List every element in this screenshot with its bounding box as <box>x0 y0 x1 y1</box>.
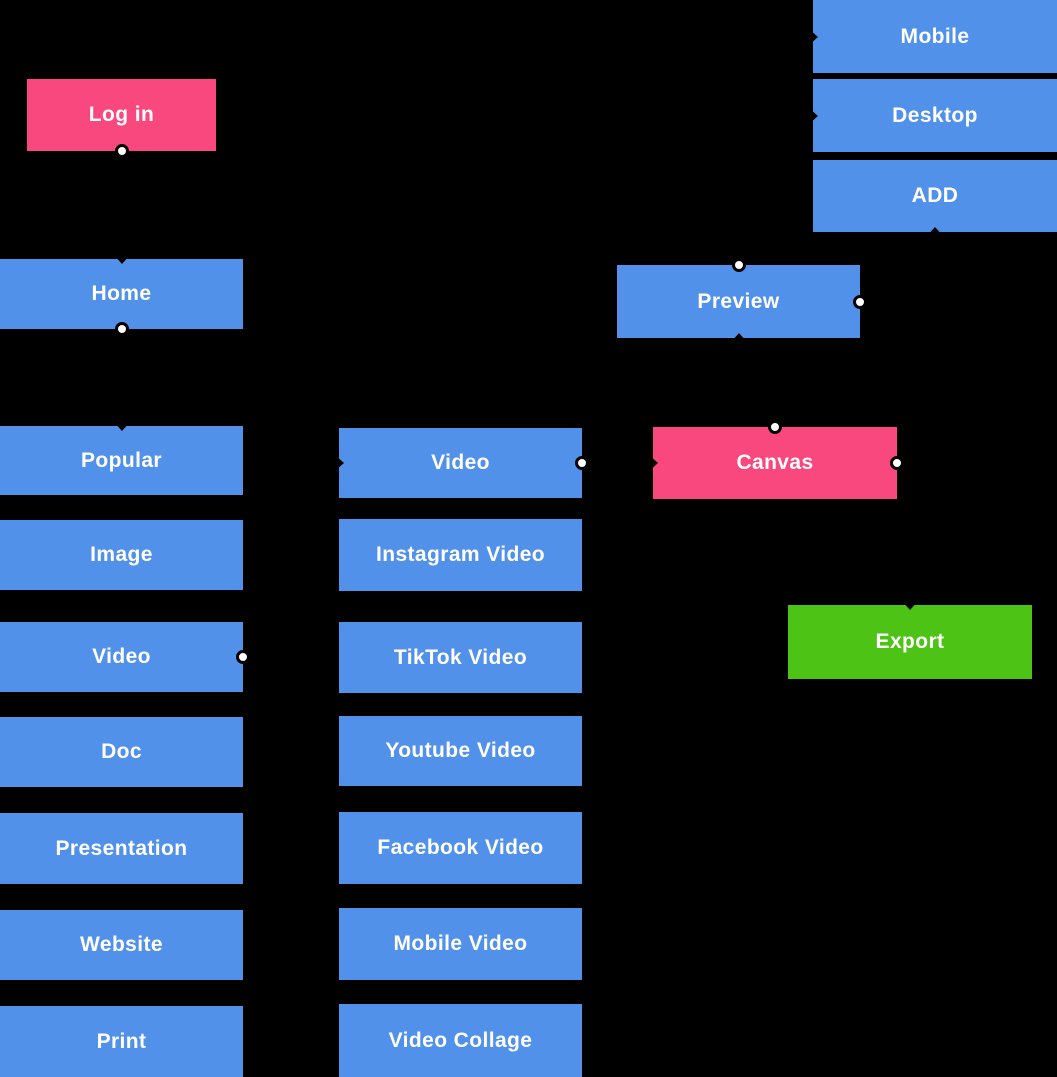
node-video-collage[interactable]: Video Collage <box>339 1004 582 1077</box>
node-doc-label: Doc <box>101 740 142 763</box>
node-preview-label: Preview <box>697 289 780 313</box>
node-login-label: Log in <box>88 103 155 126</box>
node-youtube-video-label: Youtube Video <box>385 739 536 762</box>
node-image[interactable]: Image <box>0 520 243 590</box>
node-image-label: Image <box>90 543 153 566</box>
connection-port-right[interactable] <box>853 294 867 309</box>
node-canvas-label: Canvas <box>736 451 814 474</box>
node-add-label: ADD <box>911 184 959 207</box>
node-mobile-video[interactable]: Mobile Video <box>339 908 582 980</box>
node-preview[interactable]: Preview <box>617 258 867 342</box>
connection-port-bottom[interactable] <box>114 322 129 336</box>
node-add[interactable]: ADD <box>813 160 1057 236</box>
arrowhead-right-icon <box>649 455 658 471</box>
node-video-category[interactable]: Video <box>0 622 250 692</box>
arrowhead-right-icon <box>809 107 818 124</box>
node-desktop[interactable]: Desktop <box>809 79 1057 152</box>
node-print-label: Print <box>96 1029 147 1053</box>
node-video-category-label: Video <box>92 645 151 668</box>
connection-port-right[interactable] <box>236 650 250 664</box>
node-export[interactable]: Export <box>788 601 1032 679</box>
node-home[interactable]: Home <box>0 255 243 336</box>
arrowhead-down-icon <box>902 601 918 610</box>
node-presentation-label: Presentation <box>55 836 188 860</box>
arrowhead-down-icon <box>113 255 130 264</box>
node-presentation[interactable]: Presentation <box>0 813 243 884</box>
node-video-label: Video <box>431 451 490 474</box>
arrowhead-right-icon <box>809 28 818 45</box>
node-home-label: Home <box>91 282 152 305</box>
connection-port-top[interactable] <box>731 258 746 272</box>
connection-port-right[interactable] <box>890 456 904 470</box>
node-video-collage-label: Video Collage <box>388 1028 533 1052</box>
node-desktop-label: Desktop <box>892 103 978 127</box>
connection-port-top[interactable] <box>768 420 782 434</box>
node-video[interactable]: Video <box>335 428 589 498</box>
node-canvas[interactable]: Canvas <box>649 420 904 499</box>
arrowhead-down-icon <box>113 422 130 431</box>
node-website[interactable]: Website <box>0 910 243 980</box>
connection-port-bottom[interactable] <box>114 144 129 158</box>
node-website-label: Website <box>80 933 163 956</box>
node-mobile-video-label: Mobile Video <box>393 932 528 955</box>
node-facebook-video[interactable]: Facebook Video <box>339 812 582 884</box>
node-mobile-label: Mobile <box>900 24 970 48</box>
node-tiktok-video[interactable]: TikTok Video <box>339 622 582 693</box>
node-youtube-video[interactable]: Youtube Video <box>339 716 582 786</box>
node-mobile[interactable]: Mobile <box>809 0 1057 73</box>
node-popular[interactable]: Popular <box>0 422 243 495</box>
arrowhead-right-icon <box>335 455 344 471</box>
node-login[interactable]: Log in <box>27 79 216 158</box>
node-instagram-video-label: Instagram Video <box>376 543 545 566</box>
node-doc[interactable]: Doc <box>0 717 243 787</box>
connection-port-right[interactable] <box>575 456 589 470</box>
node-export-label: Export <box>875 630 945 653</box>
arrowhead-up-icon <box>730 333 747 342</box>
node-print[interactable]: Print <box>0 1006 243 1077</box>
node-instagram-video[interactable]: Instagram Video <box>339 519 582 591</box>
arrowhead-up-icon <box>927 227 943 236</box>
node-popular-label: Popular <box>81 448 162 472</box>
node-facebook-video-label: Facebook Video <box>377 836 544 859</box>
node-tiktok-video-label: TikTok Video <box>393 645 528 669</box>
